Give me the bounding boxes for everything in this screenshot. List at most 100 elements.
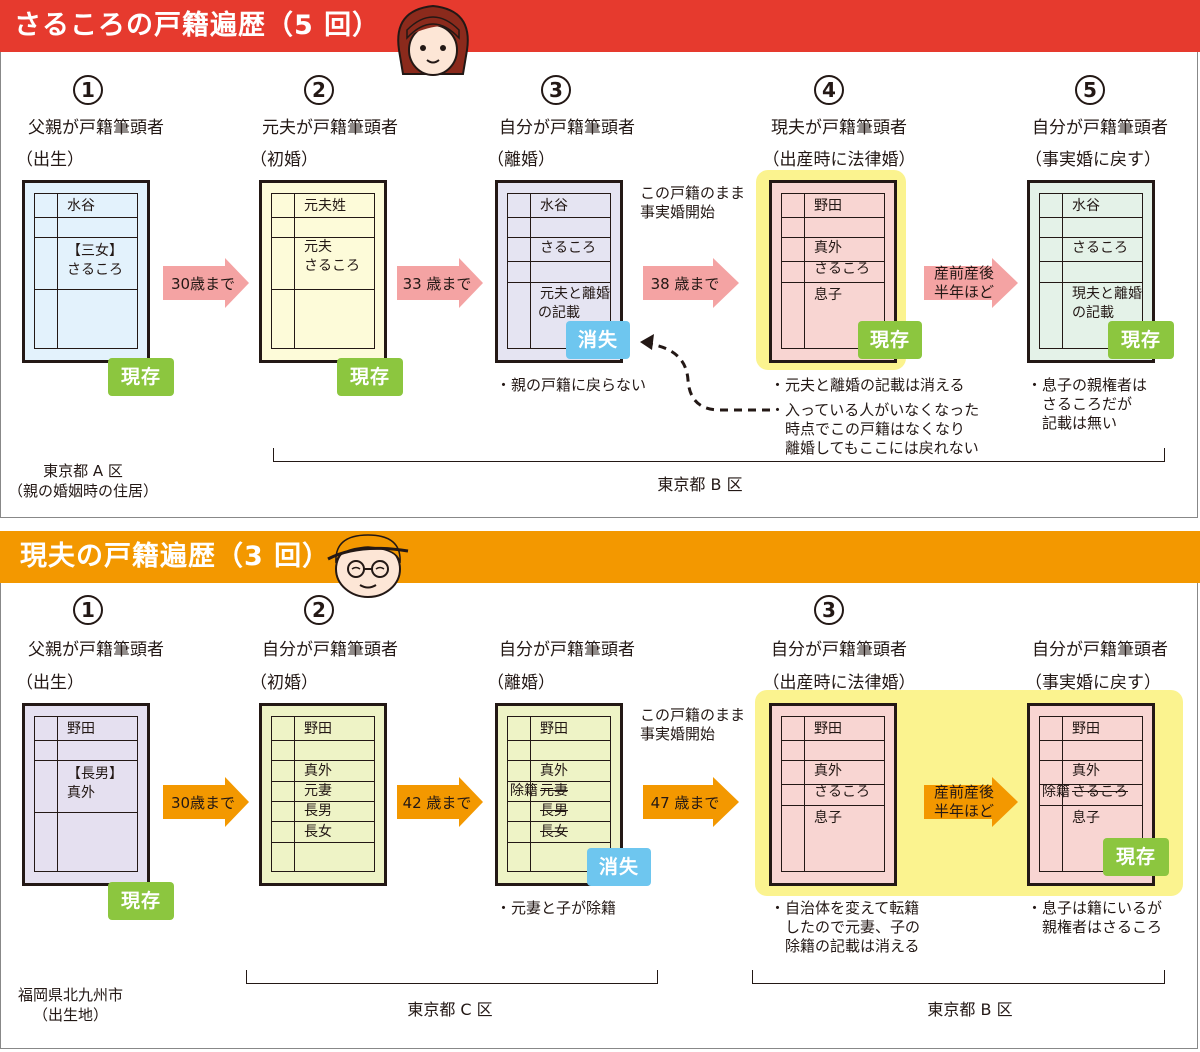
arrow-label-line: 産前産後 bbox=[933, 783, 994, 801]
arrow-label-line: 半年ほど bbox=[933, 802, 994, 820]
status-badge: 現存 bbox=[858, 321, 922, 359]
arrow-label: 30歳まで bbox=[170, 274, 236, 293]
register-entry-removed: 長女 bbox=[540, 824, 568, 840]
register-entry: さるころ bbox=[814, 261, 870, 277]
step-heading: 自分が戸籍筆頭者 bbox=[1032, 640, 1168, 660]
status-badge: 消失 bbox=[587, 848, 651, 886]
register-entry: 長男 bbox=[304, 803, 332, 819]
transition-arrow: 33 歳まで bbox=[397, 258, 483, 308]
register-surname: 野田 bbox=[814, 198, 842, 214]
arrow-label: 33 歳まで bbox=[402, 274, 472, 293]
register-entry-removed: 長男 bbox=[540, 803, 568, 819]
family-register-card: 野田 真外 元妻 長男 長女 bbox=[259, 703, 387, 886]
register-grid: 野田 真外 除籍 元妻 長男 長女 bbox=[507, 716, 611, 872]
transition-arrow: 30歳まで bbox=[163, 258, 249, 308]
register-entry: 元妻 bbox=[304, 783, 332, 799]
transition-arrow: 47 歳まで bbox=[643, 777, 739, 827]
location-label: 東京都 C 区 bbox=[407, 1000, 493, 1019]
step-subheading: （出産時に法律婚） bbox=[762, 673, 916, 693]
status-badge: 消失 bbox=[566, 321, 630, 359]
transition-arrow: 産前産後 半年ほど bbox=[924, 258, 1018, 308]
register-entry: 息子 bbox=[1072, 810, 1100, 826]
arrow-label: 30歳まで bbox=[170, 793, 236, 812]
location-bracket bbox=[246, 970, 658, 984]
transition-arrow: 産前産後 半年ほど bbox=[924, 777, 1018, 827]
note: ・息子は籍にいるが 親権者はさるころ bbox=[1027, 899, 1163, 936]
register-grid: 水谷 さるころ 現夫と離婚 の記載 bbox=[1039, 193, 1143, 349]
register-grid: 元夫姓 元夫 さるころ bbox=[271, 193, 375, 349]
status-badge: 現存 bbox=[1103, 838, 1169, 876]
register-entry: 元夫 bbox=[304, 239, 332, 255]
arrow-label: 産前産後 半年ほど bbox=[924, 777, 1004, 827]
register-entry: さるころ bbox=[304, 258, 360, 274]
section1-banner: さるころの戸籍遍歴（5 回） bbox=[0, 0, 1200, 76]
register-entry: 真外 bbox=[1072, 763, 1100, 779]
removed-mark: 除籍 bbox=[510, 783, 538, 799]
register-entry: 【三女】 bbox=[67, 243, 123, 259]
step-number: 1 bbox=[73, 75, 103, 105]
note: ・元夫と離婚の記載は消える bbox=[770, 376, 965, 394]
step-subheading: （初婚） bbox=[250, 150, 318, 170]
register-grid: 野田 真外 さるころ 息子 bbox=[781, 716, 885, 872]
section2-banner: 現夫の戸籍遍歴（3 回） bbox=[0, 531, 1200, 598]
note: ・元妻と子が除籍 bbox=[496, 899, 617, 917]
register-surname: 水谷 bbox=[1072, 198, 1100, 214]
arrow-label: 47 歳まで bbox=[650, 793, 720, 812]
register-grid: 野田 真外 元妻 長男 長女 bbox=[271, 716, 375, 872]
step-subheading: （事実婚に戻す） bbox=[1025, 673, 1161, 693]
location-label: 東京都 B 区 bbox=[657, 475, 743, 494]
register-entry: 真外 bbox=[814, 240, 842, 256]
register-entry-removed: さるころ bbox=[1072, 784, 1128, 800]
register-entry: 長女 bbox=[304, 824, 332, 840]
register-surname: 野田 bbox=[814, 721, 842, 737]
register-entry: 真外 bbox=[67, 785, 95, 801]
register-entry: さるころ bbox=[540, 240, 596, 256]
step-heading: 現夫が戸籍筆頭者 bbox=[771, 118, 907, 138]
register-surname: 元夫姓 bbox=[304, 198, 346, 214]
register-entry: の記載 bbox=[538, 305, 580, 321]
register-entry: 息子 bbox=[814, 287, 842, 303]
location-bracket bbox=[752, 970, 1165, 984]
location-label: 福岡県北九州市 （出生地） bbox=[18, 986, 124, 1024]
location-bracket bbox=[273, 448, 1165, 462]
register-entry: 息子 bbox=[814, 810, 842, 826]
arrow-label: 38 歳まで bbox=[650, 274, 720, 293]
family-register-card: 水谷 【三女】 さるころ bbox=[22, 180, 150, 363]
register-grid: 水谷 さるころ 元夫と離婚 の記載 bbox=[507, 193, 611, 349]
register-entry: 元夫と離婚 bbox=[540, 286, 610, 302]
section2-title: 現夫の戸籍遍歴（3 回） bbox=[20, 541, 331, 572]
step-subheading: （事実婚に戻す） bbox=[1025, 150, 1161, 170]
arrow-label-line: 産前産後 bbox=[933, 264, 994, 282]
step-subheading: （初婚） bbox=[250, 673, 318, 693]
arrow-label: 42 歳まで bbox=[402, 793, 472, 812]
section2-frame bbox=[0, 583, 1198, 1049]
register-entry: さるころ bbox=[1072, 240, 1128, 256]
register-surname: 野田 bbox=[1072, 721, 1100, 737]
family-register-card: 野田 真外 除籍 元妻 長男 長女 bbox=[495, 703, 623, 886]
location-label: 東京都 A 区 （親の婚姻時の住居） bbox=[8, 462, 159, 500]
status-badge: 現存 bbox=[337, 358, 403, 396]
step-number: 2 bbox=[304, 595, 334, 625]
section1-frame bbox=[0, 52, 1198, 518]
step-heading: 自分が戸籍筆頭者 bbox=[499, 640, 635, 660]
transition-arrow: 30歳まで bbox=[163, 777, 249, 827]
register-grid: 水谷 【三女】 さるころ bbox=[34, 193, 138, 349]
arrow-label-line: 半年ほど bbox=[933, 283, 994, 301]
step-subheading: （離婚） bbox=[487, 673, 555, 693]
step-subheading: （出生） bbox=[16, 150, 84, 170]
step-heading: 自分が戸籍筆頭者 bbox=[262, 640, 398, 660]
register-surname: 水谷 bbox=[540, 198, 568, 214]
step-heading: 父親が戸籍筆頭者 bbox=[28, 118, 164, 138]
step-number: 3 bbox=[814, 595, 844, 625]
register-grid: 野田 真外 さるころ 息子 bbox=[781, 193, 885, 349]
register-entry: 現夫と離婚 bbox=[1072, 286, 1142, 302]
note: ・自治体を変えて転籍 したので元妻、子の 除籍の記載は消える bbox=[770, 899, 921, 955]
step-heading: 元夫が戸籍筆頭者 bbox=[262, 118, 398, 138]
register-surname: 野田 bbox=[304, 721, 332, 737]
step-heading: 自分が戸籍筆頭者 bbox=[499, 118, 635, 138]
status-badge: 現存 bbox=[1108, 321, 1174, 359]
step-subheading: （出産時に法律婚） bbox=[762, 150, 916, 170]
step-number: 3 bbox=[541, 75, 571, 105]
register-entry: さるころ bbox=[67, 262, 123, 278]
annotation: この戸籍のまま 事実婚開始 bbox=[640, 706, 746, 743]
